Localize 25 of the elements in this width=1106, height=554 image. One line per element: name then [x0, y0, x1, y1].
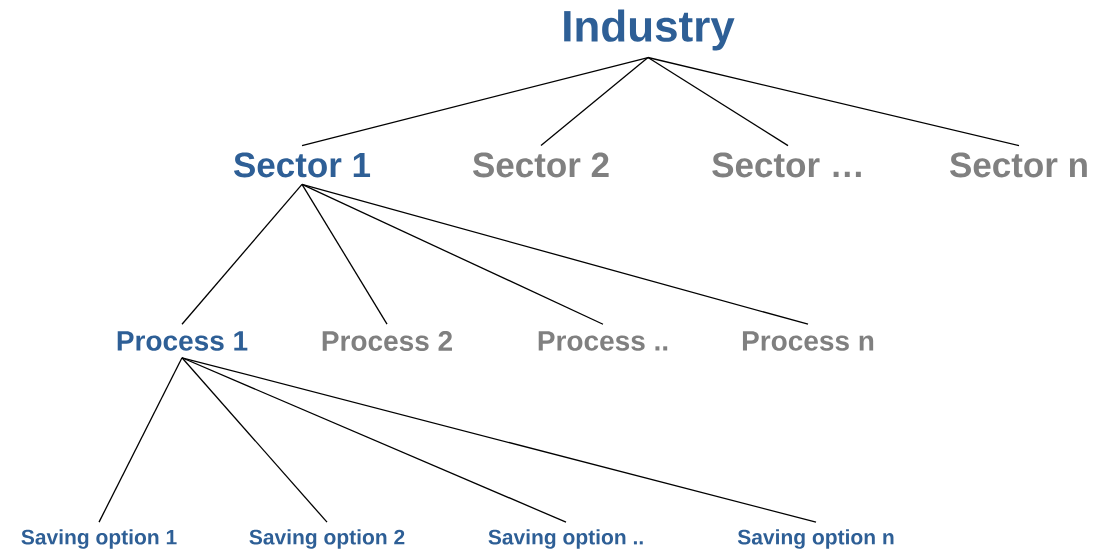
process-label: Process 1	[117, 331, 248, 351]
process-label: Process 2	[322, 331, 452, 351]
connector-line	[181, 357, 817, 523]
sector-label: Sector …	[712, 152, 861, 178]
option-label: Saving option 2	[249, 529, 405, 549]
title-text: Industry	[564, 9, 735, 51]
option-label: Saving option ..	[488, 529, 643, 549]
connector-line	[301, 183, 604, 325]
process-label: Process n	[742, 331, 874, 351]
option-label: Saving option n	[737, 529, 894, 549]
sector-label: Sector 2	[472, 152, 609, 178]
process-label: Process ..	[538, 331, 668, 351]
connector-line	[181, 357, 328, 523]
option-label: Saving option 1	[21, 529, 177, 549]
connector-line	[98, 357, 183, 523]
connector-line	[301, 183, 809, 325]
connector-line	[301, 56, 649, 147]
sector-label: Sector n	[950, 152, 1087, 178]
connector-line	[181, 357, 567, 523]
connector-line	[647, 56, 1020, 147]
connector-line	[647, 56, 789, 147]
connector-line	[540, 56, 649, 147]
connector-line	[301, 183, 388, 325]
connector-line	[181, 183, 303, 325]
sector-label: Sector 1	[233, 152, 371, 178]
